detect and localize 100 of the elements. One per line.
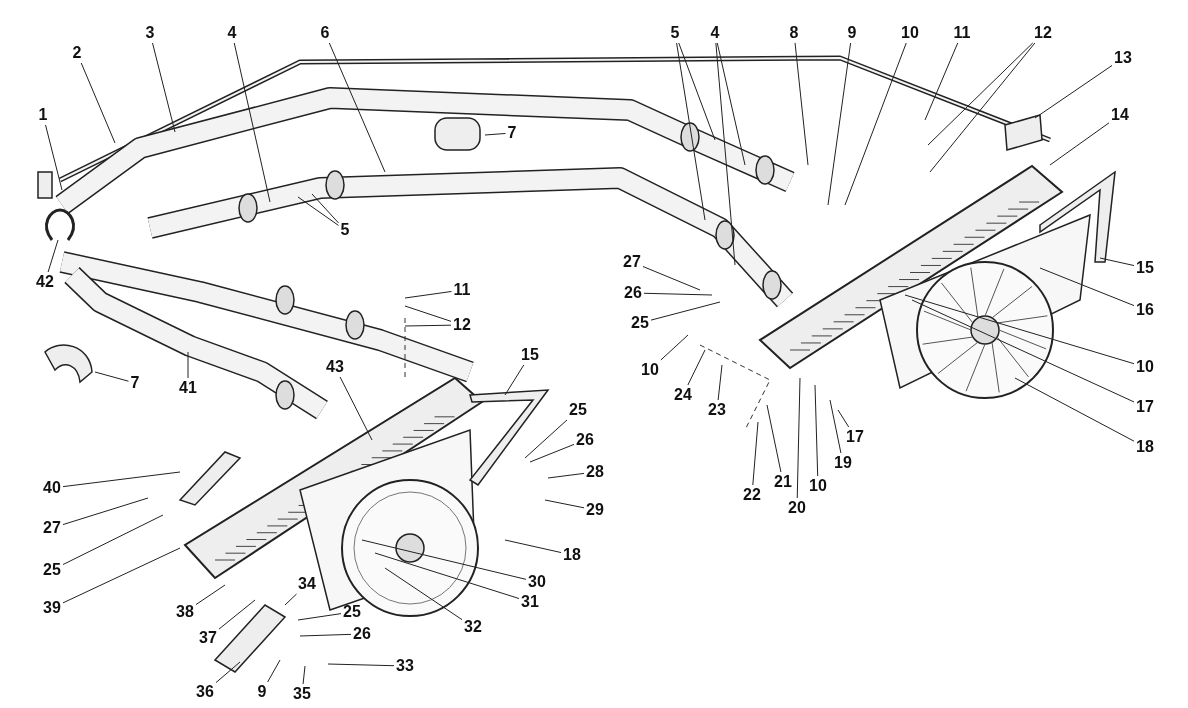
leader-line [297,613,342,621]
leader-line [827,42,852,206]
leader-line [1049,122,1110,166]
leader-line [233,42,271,203]
leader-line [504,539,562,554]
callout-number: 14 [1110,106,1130,124]
leader-line [195,584,226,606]
leader-line [1099,257,1135,267]
callout-number: 23 [707,401,727,419]
leader-line [218,599,256,630]
callout-number: 34 [297,575,317,593]
leader-line [650,301,721,321]
callout-number: 11 [452,281,472,299]
callout-number: 29 [585,501,605,519]
callout-number: 20 [787,499,807,517]
callout-number: 42 [35,273,55,291]
leader-line [328,42,386,173]
callout-number: 12 [1033,24,1053,42]
callout-number: 30 [527,573,547,591]
leader-line [687,349,706,386]
leader-line [643,292,713,296]
callout-number: 24 [673,386,693,404]
leader-line [62,471,181,488]
callout-number: 3 [144,24,156,42]
leader-line [814,384,819,477]
callout-number: 25 [630,314,650,332]
leader-line [660,334,689,361]
callout-number: 9 [256,683,268,701]
leader-line [45,124,63,191]
leader-line [311,193,339,224]
callout-number: 18 [562,546,582,564]
leader-line [80,62,116,144]
leader-line [844,42,907,206]
leader-line [929,42,1036,173]
callout-number: 36 [195,683,215,701]
leader-line [717,364,723,401]
leader-line [404,324,452,327]
callout-number: 40 [42,479,62,497]
leader-line [642,266,701,291]
callout-number: 19 [833,454,853,472]
callout-number: 16 [1135,301,1155,319]
leader-line [911,299,1135,403]
callout-number: 33 [395,657,415,675]
leader-line [187,351,189,379]
callout-number: 1 [37,106,49,124]
callout-number: 25 [42,561,62,579]
callout-number: 18 [1135,438,1155,456]
leader-line [904,294,1135,365]
callout-number: 8 [788,24,800,42]
callout-number: 10 [640,361,660,379]
leader-line [404,305,452,322]
callout-number: 6 [319,24,331,42]
leader-line [152,42,176,133]
leader-line [544,499,585,509]
leader-line [94,371,129,382]
leader-line [794,42,809,166]
leader-line [524,419,568,459]
callout-number: 2 [71,44,83,62]
leader-line [361,539,527,580]
callout-number: 5 [339,221,351,239]
leader-line [267,659,281,683]
leader-line [1034,65,1113,119]
callout-number: 26 [575,431,595,449]
leader-line [796,377,801,499]
leader-line [676,42,706,221]
callout-number: 38 [175,603,195,621]
callout-number: 22 [742,486,762,504]
callout-number: 15 [1135,259,1155,277]
callout-number: 27 [42,519,62,537]
leader-line [297,196,339,226]
callout-number: 17 [845,428,865,446]
callout-number: 26 [623,284,643,302]
callout-number: 25 [568,401,588,419]
leader-line [504,364,525,396]
leader-line [529,443,575,463]
leader-line [47,239,59,273]
leader-line [752,421,759,486]
leader-line [339,376,373,441]
callout-number: 7 [506,124,518,142]
callout-number: 17 [1135,398,1155,416]
leader-line [837,409,850,428]
callout-number: 26 [352,625,372,643]
callout-number: 41 [178,379,198,397]
callout-number: 25 [342,603,362,621]
callout-number: 27 [622,253,642,271]
callout-number: 9 [846,24,858,42]
leader-line [299,633,352,637]
leader-line [715,42,736,266]
leader-line [62,497,149,526]
callout-number: 28 [585,463,605,481]
callout-number: 32 [463,618,483,636]
callout-number: 5 [669,24,681,42]
callout-number: 21 [773,473,793,491]
callout-number: 39 [42,599,62,617]
leader-line [284,593,297,606]
callout-number: 37 [198,629,218,647]
leader-line [404,290,452,299]
leader-line [62,547,181,604]
leader-line [678,42,716,141]
callout-number: 12 [452,316,472,334]
